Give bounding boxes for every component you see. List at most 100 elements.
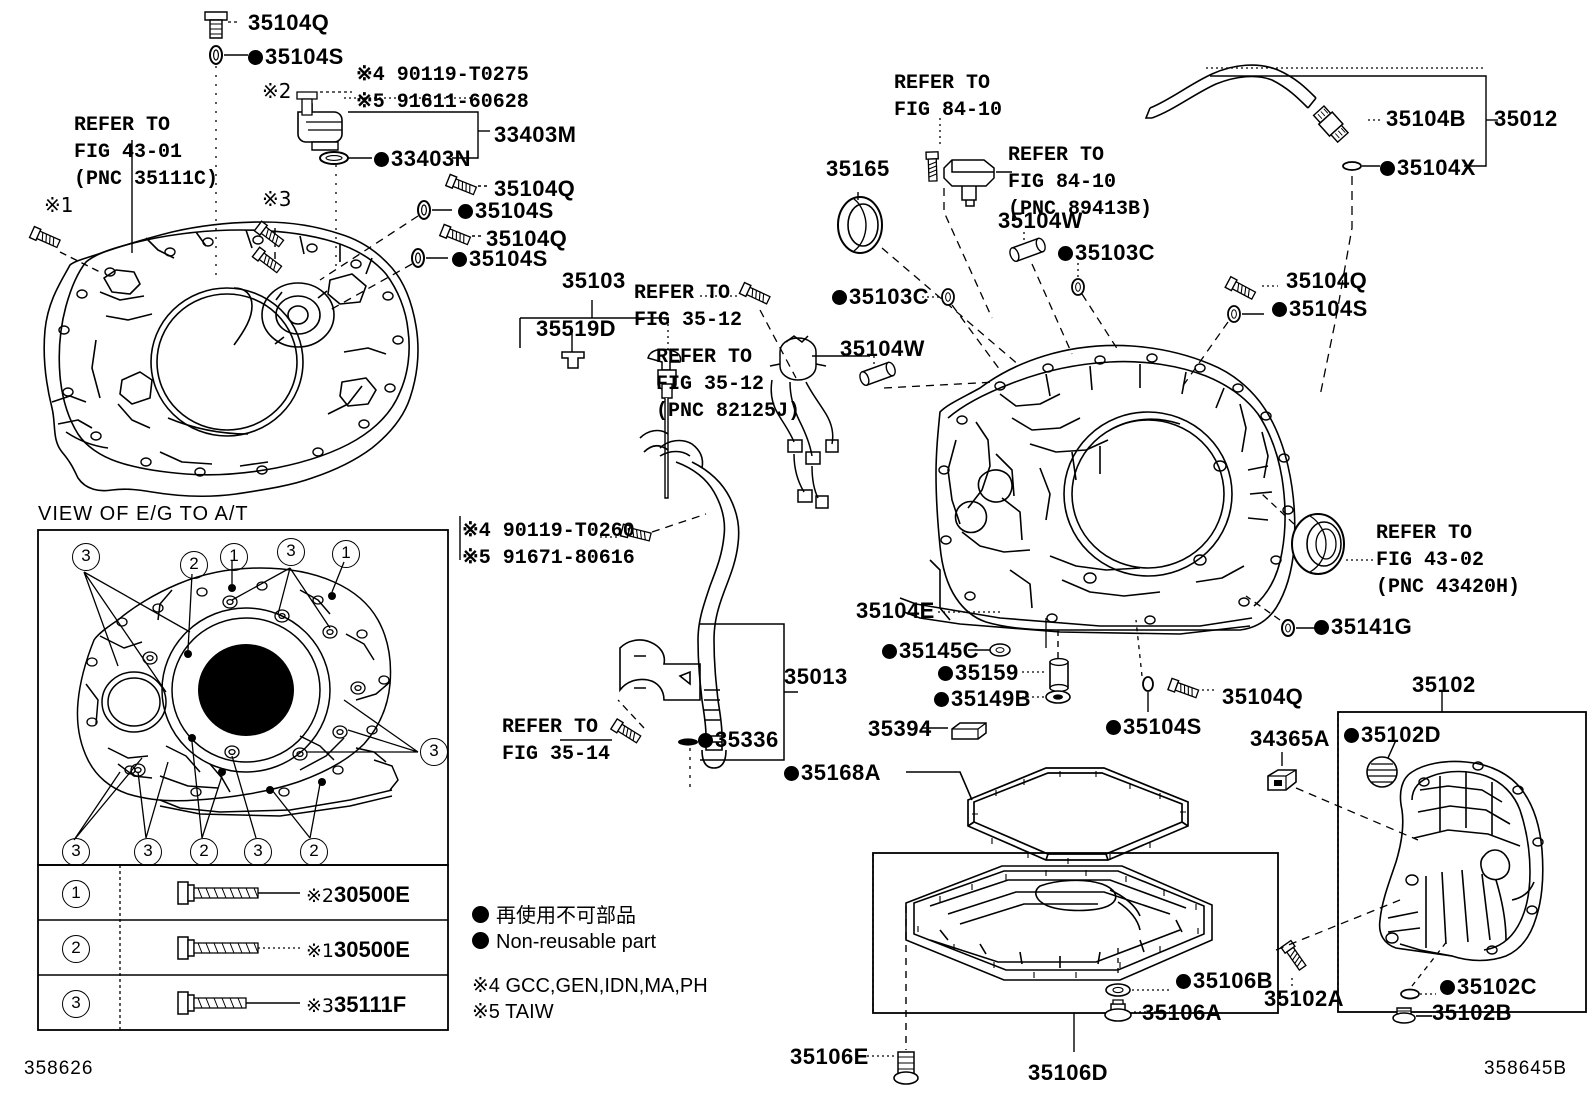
ref-fig-35-12-a-line1: REFER TO	[634, 282, 731, 305]
ref-fig-43-02: REFER TO FIG 43-02 (PNC 43420H)	[1376, 520, 1520, 601]
part-label-35168A: 35168A	[784, 760, 881, 785]
part-label-35104Q-2: 35104Q	[494, 176, 576, 201]
note-mark-5: ※5 TAIW	[472, 1001, 554, 1023]
mark-1-left: ※1	[44, 193, 74, 217]
nonreusable-dot	[374, 152, 389, 167]
part-label-35013: 35013	[784, 664, 848, 689]
part-label-35336: 35336	[698, 727, 779, 752]
mark-3-left: ※3	[262, 187, 292, 211]
view-callout-3-e: 3	[134, 838, 162, 866]
part-label-35394: 35394	[868, 716, 932, 741]
corner-code-right: 358645B	[1484, 1058, 1568, 1079]
legend-row-1-part: ※230500E	[306, 882, 410, 907]
part-label-35104S-5: 35104S	[1106, 714, 1202, 739]
ref-fig-35-12-a-line2: FIG 35-12	[634, 309, 743, 332]
part-label-35103C-1: 35103C	[1058, 240, 1155, 265]
nonreusable-dot	[698, 733, 713, 748]
nonreusable-dot	[472, 906, 489, 923]
ref-fig-84-10-b-line2: FIG 84-10	[1008, 171, 1117, 194]
part-label-35102A: 35102A	[1264, 986, 1345, 1011]
note-nonreusable-jp: 再使用不可部品	[472, 902, 636, 931]
view-callout-3-a: 3	[72, 543, 100, 571]
part-label-35104Q-3: 35104Q	[486, 226, 568, 251]
view-callout-3-d: 3	[62, 838, 90, 866]
part-label-35102B: 35102B	[1432, 1000, 1513, 1025]
nonreusable-dot	[784, 766, 799, 781]
ref-fig-84-10-a-line2: FIG 84-10	[894, 99, 1003, 122]
view-callout-3-c: 3	[420, 738, 448, 766]
bolt-spec-b: ※4 90119-T0260 ※5 91671-80616	[462, 518, 635, 572]
legend-row-2-number: 2	[62, 935, 90, 963]
nonreusable-dot	[472, 932, 489, 949]
ref-fig-84-10-a: REFER TO FIG 84-10	[894, 70, 1002, 124]
view-callout-1-a: 1	[220, 543, 248, 571]
ref-fig-43-02-line2: FIG 43-02	[1376, 549, 1485, 572]
ref-fig-35-14: REFER TO FIG 35-14	[502, 714, 610, 768]
nonreusable-dot	[1272, 302, 1287, 317]
part-label-35104X: 35104X	[1380, 155, 1476, 180]
bolt-spec-a: ※4 90119-T0275 ※5 91611-60628	[356, 62, 529, 116]
part-label-35149B: 35149B	[934, 686, 1031, 711]
part-label-35104S-3: 35104S	[452, 246, 548, 271]
part-label-35104W-2: 35104W	[840, 336, 925, 361]
ref-fig-43-02-line1: REFER TO	[1376, 522, 1473, 545]
nonreusable-dot	[938, 666, 953, 681]
ref-fig-35-12-b-line3: (PNC 82125J)	[656, 400, 801, 423]
part-label-35102: 35102	[1412, 672, 1476, 697]
nonreusable-dot	[1176, 974, 1191, 989]
part-label-35104W-1: 35104W	[998, 208, 1083, 233]
part-label-35141G: 35141G	[1314, 614, 1412, 639]
ref-fig-84-10-a-line1: REFER TO	[894, 72, 991, 95]
ref-fig-84-10-b-line1: REFER TO	[1008, 144, 1105, 167]
corner-code-left: 358626	[24, 1058, 94, 1079]
ref-fig-35-14-line2: FIG 35-14	[502, 743, 611, 766]
bolt-spec-b-line1: ※4 90119-T0260	[462, 520, 635, 543]
part-label-34365A: 34365A	[1250, 726, 1331, 751]
ref-fig-43-01: REFER TO FIG 43-01 (PNC 35111C)	[74, 112, 218, 193]
view-callout-1-b: 1	[332, 540, 360, 568]
part-label-35103: 35103	[562, 268, 626, 293]
nonreusable-dot	[1106, 720, 1121, 735]
nonreusable-dot	[1344, 728, 1359, 743]
part-label-35104B: 35104B	[1386, 106, 1467, 131]
ref-fig-43-01-line2: FIG 43-01	[74, 141, 183, 164]
part-label-33403N: 33403N	[374, 146, 471, 171]
ref-fig-84-10-b-line3: (PNC 89413B)	[1008, 198, 1153, 221]
nonreusable-dot	[1058, 246, 1073, 261]
part-label-35102C: 35102C	[1440, 974, 1537, 999]
view-callout-3-f: 3	[244, 838, 272, 866]
part-label-35106D: 35106D	[1028, 1060, 1109, 1085]
ref-fig-43-01-line1: REFER TO	[74, 114, 171, 137]
note-nonreusable-en: Non-reusable part	[472, 928, 656, 957]
part-label-35159: 35159	[938, 660, 1019, 685]
part-label-35106E: 35106E	[790, 1044, 869, 1069]
part-label-35104S-2: 35104S	[458, 198, 554, 223]
ref-fig-84-10-b: REFER TO FIG 84-10 (PNC 89413B)	[1008, 142, 1152, 223]
legend-row-3-part: ※335111F	[306, 992, 407, 1017]
part-label-35519D: 35519D	[536, 316, 617, 341]
part-label-35106A: 35106A	[1142, 1000, 1223, 1025]
view-callout-3-b: 3	[277, 538, 305, 566]
nonreusable-dot	[248, 50, 263, 65]
nonreusable-dot	[934, 692, 949, 707]
ref-fig-35-14-line1: REFER TO	[502, 716, 599, 739]
view-callout-2-b: 2	[190, 838, 218, 866]
legend-row-3-number: 3	[62, 990, 90, 1018]
part-label-35012: 35012	[1494, 106, 1558, 131]
ref-fig-35-12-b-line1: REFER TO	[656, 346, 753, 369]
part-label-35165: 35165	[826, 156, 890, 181]
mark-2-left: ※2	[262, 79, 292, 103]
ref-fig-35-12-a: REFER TO FIG 35-12	[634, 280, 742, 334]
part-label-35104S-4: 35104S	[1272, 296, 1368, 321]
nonreusable-dot	[452, 252, 467, 267]
bolt-spec-a-line1: ※4 90119-T0275	[356, 64, 529, 87]
part-label-35104E: 35104E	[856, 598, 935, 623]
nonreusable-dot	[832, 290, 847, 305]
nonreusable-dot	[1380, 161, 1395, 176]
view-callout-2-a: 2	[180, 551, 208, 579]
ref-fig-35-12-b: REFER TO FIG 35-12 (PNC 82125J)	[656, 344, 800, 425]
part-label-33403M: 33403M	[494, 122, 577, 147]
bolt-spec-a-line2: ※5 91611-60628	[356, 91, 529, 114]
part-label-35106B: 35106B	[1176, 968, 1273, 993]
